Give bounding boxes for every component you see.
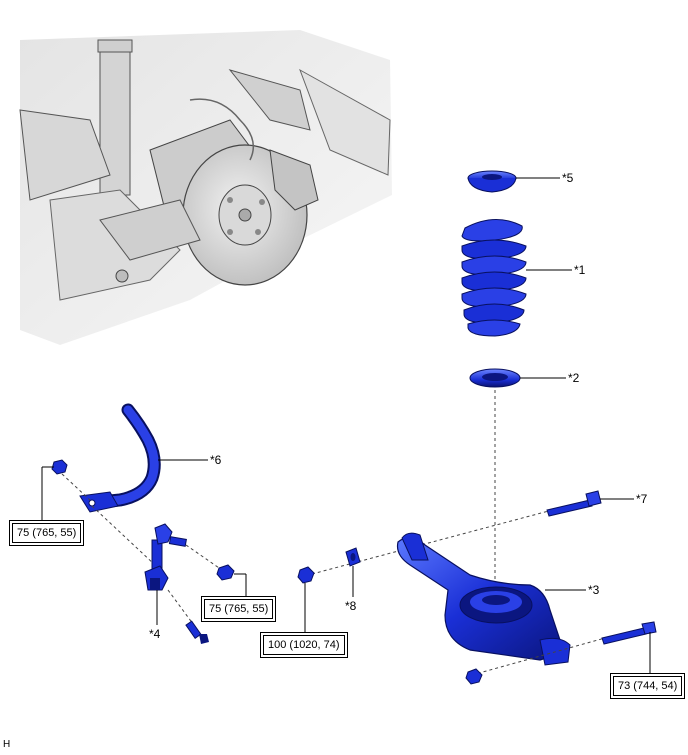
stabilizer-bushing-nut — [51, 459, 68, 475]
cam-washer — [345, 547, 361, 567]
torque-spec-link-nut: 75 (765, 55) — [201, 596, 277, 622]
stabilizer-bar — [79, 403, 161, 513]
torque-spec-stabilizer-bushing-nut: 75 (765, 55) — [9, 520, 85, 546]
link-bolt-dashed — [167, 589, 197, 629]
torque-spec-arm-inner-nut: 100 (1020, 74) — [260, 632, 348, 658]
arm-bolt-long — [546, 490, 602, 517]
figure-code: H — [3, 739, 11, 750]
torque-value: 75 (765, 55) — [12, 523, 82, 543]
lower-spring-insulator — [469, 368, 521, 388]
callout-5: *5 — [562, 171, 574, 185]
arm-outer-nut — [465, 668, 483, 685]
arm-outer-bolt — [601, 621, 657, 645]
callout-4: *4 — [149, 627, 161, 641]
callout-6: *6 — [210, 453, 222, 467]
arm-inner-nut — [297, 566, 315, 584]
torque-value: 75 (765, 55) — [204, 599, 274, 619]
callout-3: *3 — [588, 583, 600, 597]
callout-7: *7 — [636, 492, 648, 506]
vehicle-context-illustration — [19, 30, 392, 345]
outer-bolt-dashed — [471, 637, 606, 676]
callout-8: *8 — [345, 599, 357, 613]
bar-to-link-dashed — [91, 505, 156, 566]
coil-spring — [461, 219, 527, 337]
bushing-nut-dashed — [61, 473, 91, 501]
torque-value: 73 (744, 54) — [613, 676, 683, 696]
callout-1: *1 — [574, 263, 586, 277]
torque-spec-arm-outer-bolt: 73 (744, 54) — [610, 673, 686, 699]
link-lower-bolt — [185, 620, 209, 644]
stabilizer-link — [144, 523, 187, 591]
callout-2: *2 — [568, 371, 580, 385]
link-nut — [216, 564, 235, 581]
lower-arm — [396, 532, 571, 666]
torque-value: 100 (1020, 74) — [263, 635, 345, 655]
link-nut-dashed — [185, 544, 223, 571]
upper-spring-seat — [467, 170, 517, 193]
